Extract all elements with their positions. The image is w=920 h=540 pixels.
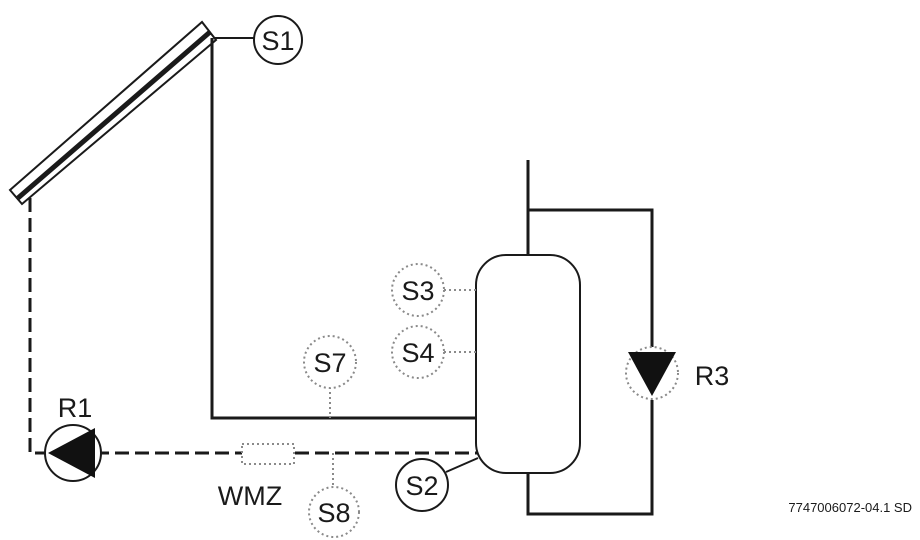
sensor-s8-label: S8	[317, 498, 350, 528]
document-id: 7747006072-04.1 SD	[788, 500, 912, 515]
solar-collector	[8, 20, 218, 206]
sensor-s1-label: S1	[261, 26, 294, 56]
sensor-s2: S2	[395, 458, 449, 512]
pump-r1: R1	[44, 393, 102, 482]
sensor-s8: S8	[308, 486, 360, 538]
tank-pipes	[526, 160, 654, 516]
pump-r3: R3	[625, 346, 730, 400]
pump-r3-label: R3	[695, 361, 730, 391]
pump-arrow-icon	[48, 428, 95, 478]
solar-return-pipe	[28, 198, 538, 455]
sensor-s3-label: S3	[401, 276, 434, 306]
sensor-s7: S7	[303, 335, 357, 389]
heat-meter-label: WMZ	[218, 481, 282, 511]
sensor-s7-label: S7	[313, 348, 346, 378]
storage-tank	[475, 254, 581, 474]
solar-flow-pipe	[210, 38, 538, 420]
heat-meter: WMZ	[218, 443, 295, 511]
s2-connector	[445, 457, 479, 473]
sensor-connectors	[329, 289, 476, 488]
sensor-s3: S3	[391, 263, 445, 317]
sensor-s4-label: S4	[401, 338, 434, 368]
pump-r1-label: R1	[58, 393, 93, 423]
sensor-s2-label: S2	[405, 471, 438, 501]
pump-arrow-icon	[628, 352, 676, 396]
sensor-s4: S4	[391, 325, 445, 379]
sensor-s1: S1	[253, 15, 303, 65]
